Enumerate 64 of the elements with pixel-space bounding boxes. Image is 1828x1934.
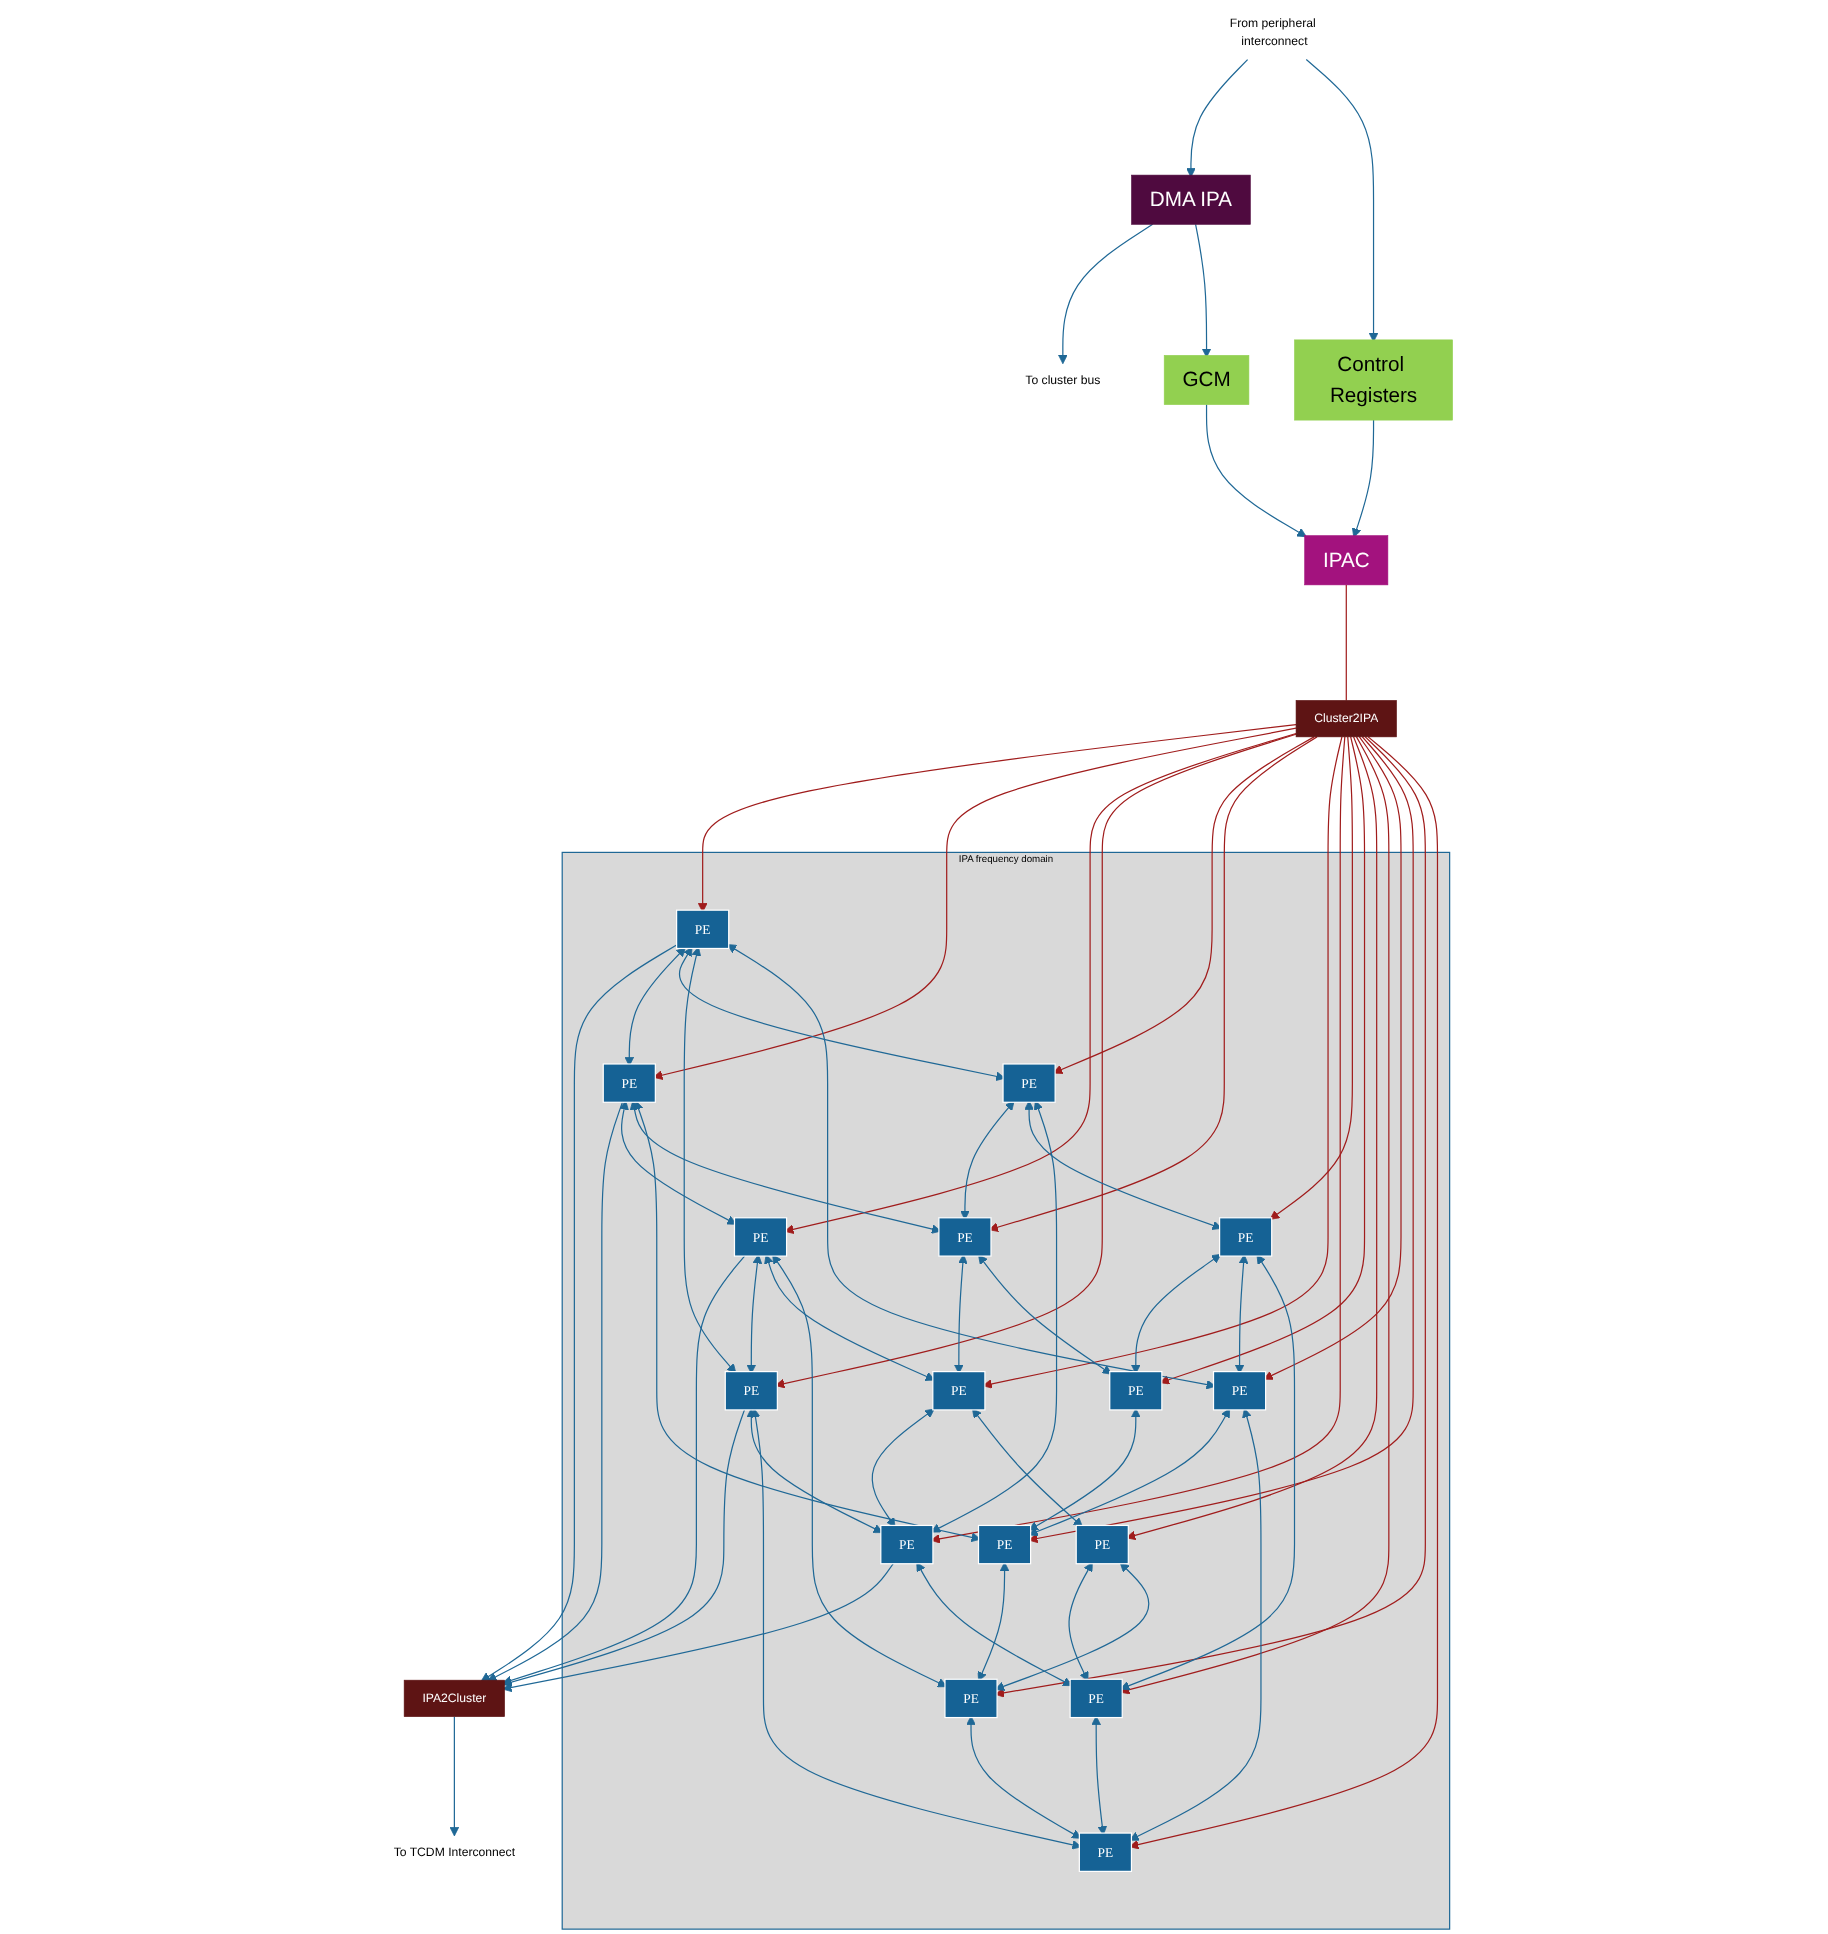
arrow — [629, 1100, 942, 1234]
node-box: Control Registers — [1294, 339, 1453, 421]
arrow — [746, 1407, 883, 1534]
arrow — [746, 1254, 763, 1374]
node-box: GCM — [1163, 355, 1250, 405]
arrow — [1119, 736, 1390, 1695]
arrow — [679, 946, 1006, 1082]
arrow — [775, 733, 1297, 1389]
arrow — [1205, 404, 1307, 538]
arrow — [634, 1100, 981, 1543]
arrow — [994, 736, 1426, 1698]
arrow — [930, 736, 1346, 1544]
arrow — [1305, 58, 1379, 343]
arrow — [750, 1408, 1082, 1850]
arrow — [971, 1408, 1083, 1528]
arrow — [1028, 1408, 1231, 1537]
connector — [1345, 584, 1347, 701]
node-box: DMA IPA — [1131, 174, 1251, 225]
arrow — [764, 1254, 936, 1381]
arrow — [1352, 419, 1375, 538]
arrow — [1186, 58, 1249, 178]
arrow — [1269, 736, 1353, 1220]
arrow — [502, 1563, 894, 1693]
arrow — [916, 1562, 1073, 1687]
arrow — [1068, 1562, 1093, 1682]
arrow — [871, 1408, 935, 1528]
arrow — [1195, 223, 1212, 358]
arrow — [1052, 736, 1315, 1074]
arrow — [1028, 1407, 1141, 1531]
arrow — [697, 723, 1297, 913]
arrow — [977, 1561, 1010, 1682]
arrow — [982, 736, 1343, 1389]
arrow — [1091, 1715, 1108, 1836]
arrow — [480, 944, 678, 1682]
arrow — [653, 727, 1297, 1080]
arrow — [930, 1100, 1058, 1533]
arrow — [727, 944, 1216, 1390]
arrow — [1159, 736, 1366, 1385]
arrow — [960, 1100, 1015, 1221]
arrow — [502, 1255, 746, 1685]
arrow — [784, 732, 1297, 1234]
arrow — [978, 1254, 1112, 1375]
arrow — [1119, 1254, 1296, 1691]
arrow — [619, 1100, 737, 1225]
arrow — [1129, 736, 1439, 1850]
arrow — [449, 1716, 460, 1837]
arrow — [624, 946, 686, 1067]
arrow — [772, 1254, 948, 1688]
arrow — [683, 946, 737, 1374]
arrow — [1263, 736, 1402, 1380]
arrow — [1131, 1253, 1222, 1374]
node-box: IPAC — [1304, 535, 1389, 586]
arrow — [994, 1562, 1150, 1691]
arrow — [966, 1715, 1082, 1839]
arrow — [1126, 736, 1378, 1541]
arrow — [487, 1101, 624, 1682]
arrow — [954, 1254, 968, 1374]
arrow — [1024, 1100, 1222, 1230]
arrow — [1129, 1408, 1262, 1841]
arrow — [1058, 223, 1154, 365]
arrow — [502, 1409, 746, 1687]
arrow — [1234, 1254, 1249, 1374]
arrow — [988, 736, 1318, 1232]
arrow — [1028, 736, 1414, 1544]
